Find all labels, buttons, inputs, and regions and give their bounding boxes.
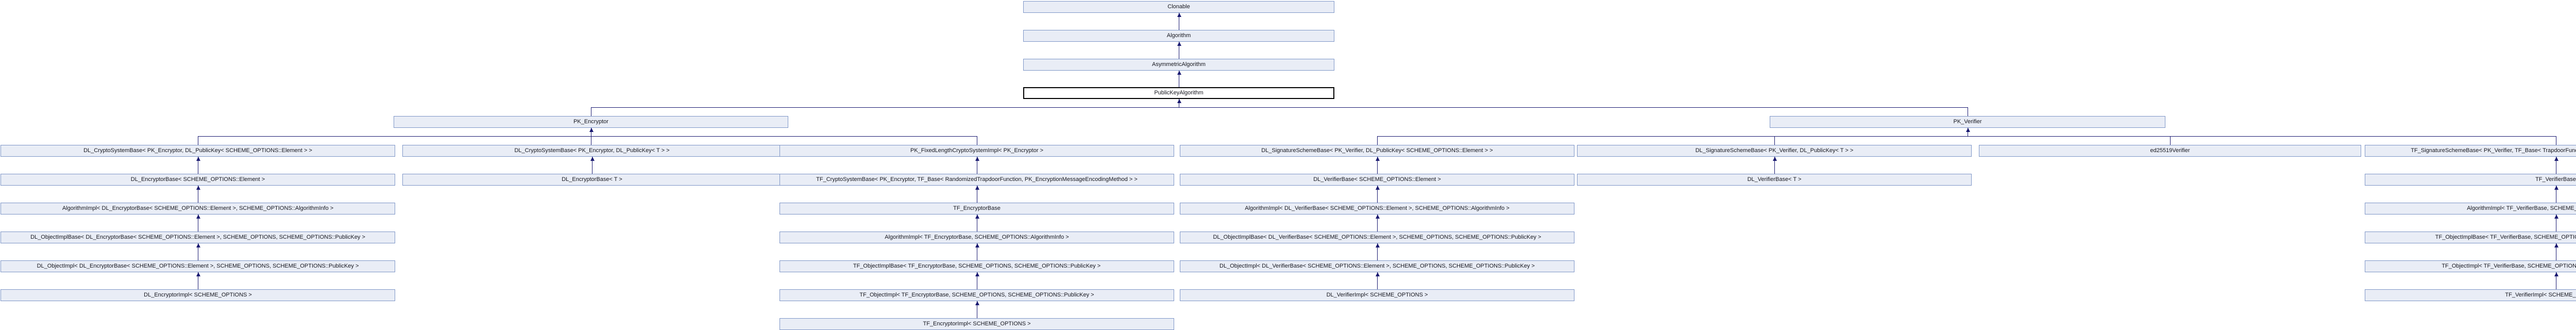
arrowhead [1376,243,1380,248]
arrowhead [2554,157,2558,161]
arrowhead [1177,42,1181,46]
arrowhead [975,301,979,305]
arrowhead [589,128,594,132]
class-node-asymmetricalgorithm[interactable]: AsymmetricAlgorithm [1023,59,1334,71]
class-node[interactable]: DL_CryptoSystemBase< PK_Encryptor, DL_Pu… [1,145,395,157]
arrowhead [1966,128,1970,132]
inheritance-edge-bus [198,136,977,137]
class-node[interactable]: DL_ObjectImpl< DL_VerifierBase< SCHEME_O… [1180,260,1574,272]
inheritance-edge [1377,186,1378,203]
inheritance-edge [1377,157,1378,174]
class-node[interactable]: DL_SignatureSchemeBase< PK_Verifier, DL_… [1180,145,1574,157]
inheritance-edge [2170,136,2171,145]
class-node[interactable]: TF_ObjectImpl< TF_EncryptorBase, SCHEME_… [779,289,1174,301]
arrowhead [1376,272,1380,276]
class-node[interactable]: DL_EncryptorImpl< SCHEME_OPTIONS > [1,289,395,301]
arrowhead [975,157,979,161]
class-node[interactable]: DL_EncryptorBase< T > [402,174,782,186]
class-node[interactable]: PK_FixedLengthCryptoSystemImpl< PK_Encry… [779,145,1174,157]
class-node-clonable[interactable]: Clonable [1023,1,1334,13]
class-node[interactable]: AlgorithmImpl< DL_EncryptorBase< SCHEME_… [1,203,395,214]
inheritance-edge [1377,214,1378,232]
class-node[interactable]: AlgorithmImpl< DL_VerifierBase< SCHEME_O… [1180,203,1574,214]
class-node[interactable]: TF_EncryptorImpl< SCHEME_OPTIONS > [779,318,1174,330]
class-node[interactable]: DL_SignatureSchemeBase< PK_Verifier, DL_… [1577,145,1972,157]
arrowhead [196,243,200,248]
inheritance-edge [1377,136,1378,145]
arrowhead [2554,272,2558,276]
class-node[interactable]: DL_ObjectImplBase< DL_VerifierBase< SCHE… [1180,232,1574,243]
class-node[interactable]: DL_CryptoSystemBase< PK_Encryptor, DL_Pu… [402,145,782,157]
arrowhead [1376,157,1380,161]
arrowhead [975,186,979,190]
class-node-ed25519verifier[interactable]: ed25519Verifier [1979,145,2361,157]
arrowhead [196,214,200,219]
arrowhead [2554,186,2558,190]
class-node[interactable]: TF_ObjectImplBase< TF_VerifierBase, SCHE… [2365,232,2576,243]
class-node[interactable]: TF_VerifierBase [2365,174,2576,186]
class-node[interactable]: TF_CryptoSystemBase< PK_Encryptor, TF_Ba… [779,174,1174,186]
arrowhead [1177,71,1181,75]
arrowhead [2554,214,2558,219]
inheritance-edge-bus [591,107,1968,108]
arrowhead [196,157,200,161]
inheritance-edge [1377,272,1378,289]
class-node[interactable]: TF_VerifierImpl< SCHEME_OPTIONS > [2365,289,2576,301]
class-node-pk-encryptor[interactable]: PK_Encryptor [394,116,788,128]
class-node[interactable]: DL_VerifierImpl< SCHEME_OPTIONS > [1180,289,1574,301]
class-node-algorithm[interactable]: Algorithm [1023,30,1334,42]
inheritance-edge-bus [1377,136,2556,137]
arrowhead [2554,243,2558,248]
arrowhead [1773,157,1777,161]
class-node[interactable]: DL_VerifierBase< T > [1577,174,1972,186]
class-node[interactable]: DL_ObjectImplBase< DL_EncryptorBase< SCH… [1,232,395,243]
arrowhead [975,214,979,219]
class-node[interactable]: TF_SignatureSchemeBase< PK_Verifier, TF_… [2365,145,2576,157]
class-node[interactable]: DL_EncryptorBase< SCHEME_OPTIONS::Elemen… [1,174,395,186]
class-node[interactable]: TF_ObjectImplBase< TF_EncryptorBase, SCH… [779,260,1174,272]
inheritance-edge [1774,136,1775,145]
arrowhead [590,157,595,161]
class-node[interactable]: AlgorithmImpl< TF_VerifierBase, SCHEME_O… [2365,203,2576,214]
inheritance-edge [1774,157,1775,174]
class-node[interactable]: DL_VerifierBase< SCHEME_OPTIONS::Element… [1180,174,1574,186]
class-node-publickeyalgorithm-main: PublicKeyAlgorithm [1023,87,1334,99]
class-node[interactable]: AlgorithmImpl< TF_EncryptorBase, SCHEME_… [779,232,1174,243]
arrowhead [1376,186,1380,190]
arrowhead [196,272,200,276]
class-node[interactable]: TF_EncryptorBase [779,203,1174,214]
class-node[interactable]: TF_ObjectImpl< TF_VerifierBase, SCHEME_O… [2365,260,2576,272]
arrowhead [1177,13,1181,17]
inheritance-edge [1377,243,1378,260]
arrowhead [975,243,979,248]
arrowhead [1177,99,1181,103]
arrowhead [975,272,979,276]
class-node-pk-verifier[interactable]: PK_Verifier [1770,116,2165,128]
arrowhead [196,186,200,190]
class-node[interactable]: DL_ObjectImpl< DL_EncryptorBase< SCHEME_… [1,260,395,272]
arrowhead [1376,214,1380,219]
